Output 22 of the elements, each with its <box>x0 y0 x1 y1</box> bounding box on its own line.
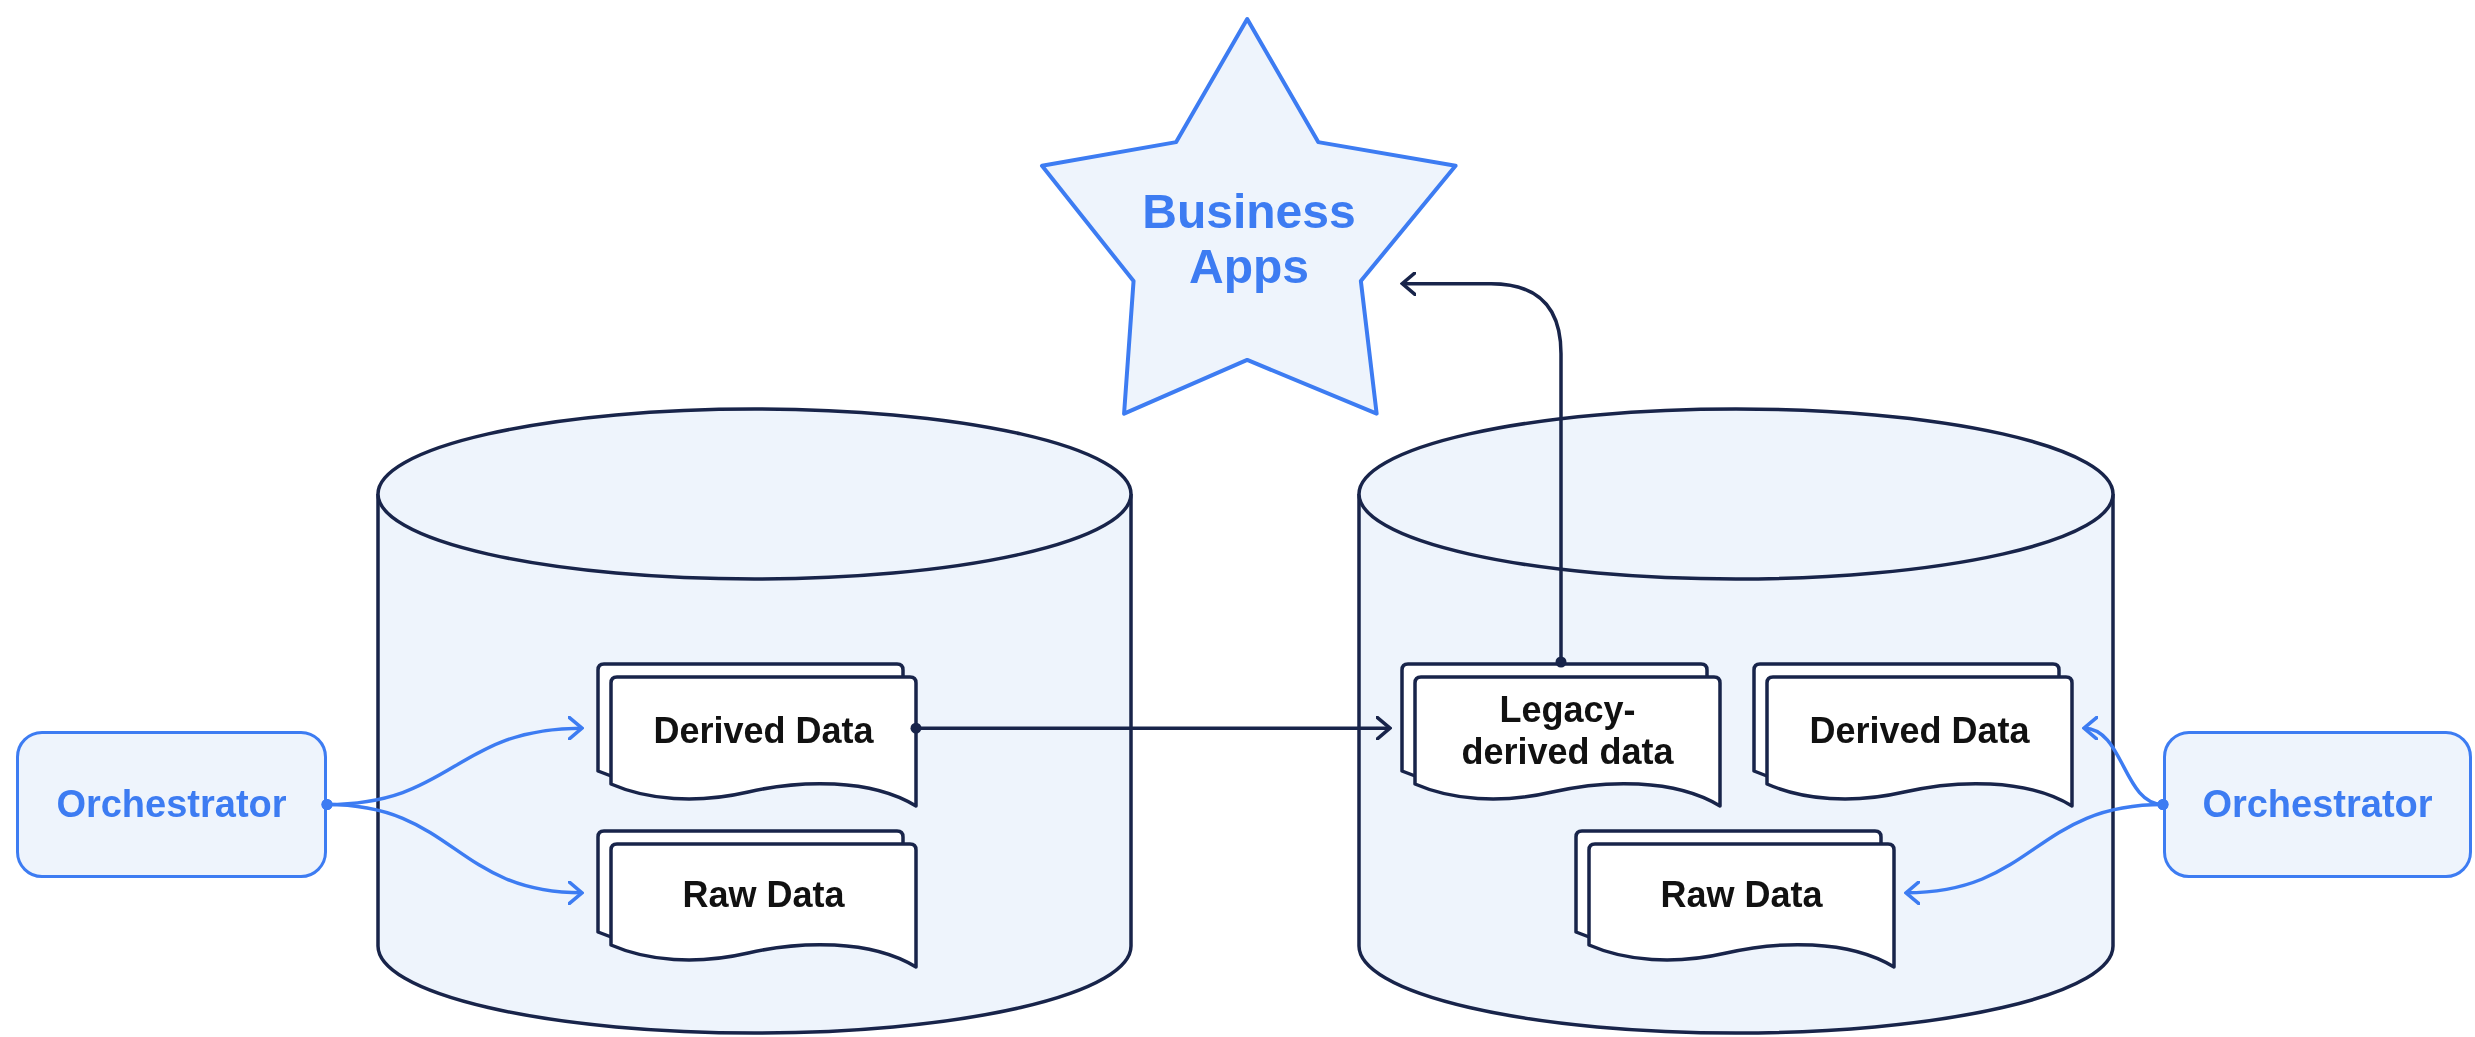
database-cylinder <box>376 407 1133 1035</box>
process-box <box>2163 731 2472 878</box>
node-label: Orchestrator <box>2201 781 2434 827</box>
arrow <box>321 799 584 905</box>
node-label: Business Apps <box>1141 183 1357 295</box>
document-stack <box>1574 829 1896 969</box>
document-stack <box>1400 662 1722 808</box>
document-stack <box>596 829 918 969</box>
star-shape <box>1042 19 1456 414</box>
arrow <box>1400 270 1567 668</box>
document-stack <box>596 662 918 808</box>
node-label: Orchestrator <box>55 781 288 827</box>
process-box <box>16 731 327 878</box>
node-label: Legacy-derived data <box>1460 688 1675 774</box>
arrow <box>910 715 1392 741</box>
document-stack <box>1752 662 2074 808</box>
node-label: Derived Data <box>652 708 875 753</box>
node-label: Raw Data <box>1659 872 1824 917</box>
node-label: Raw Data <box>681 872 846 917</box>
node-label: Derived Data <box>1808 708 2031 753</box>
database-cylinder <box>1357 407 2115 1035</box>
arrow <box>1904 799 2169 905</box>
